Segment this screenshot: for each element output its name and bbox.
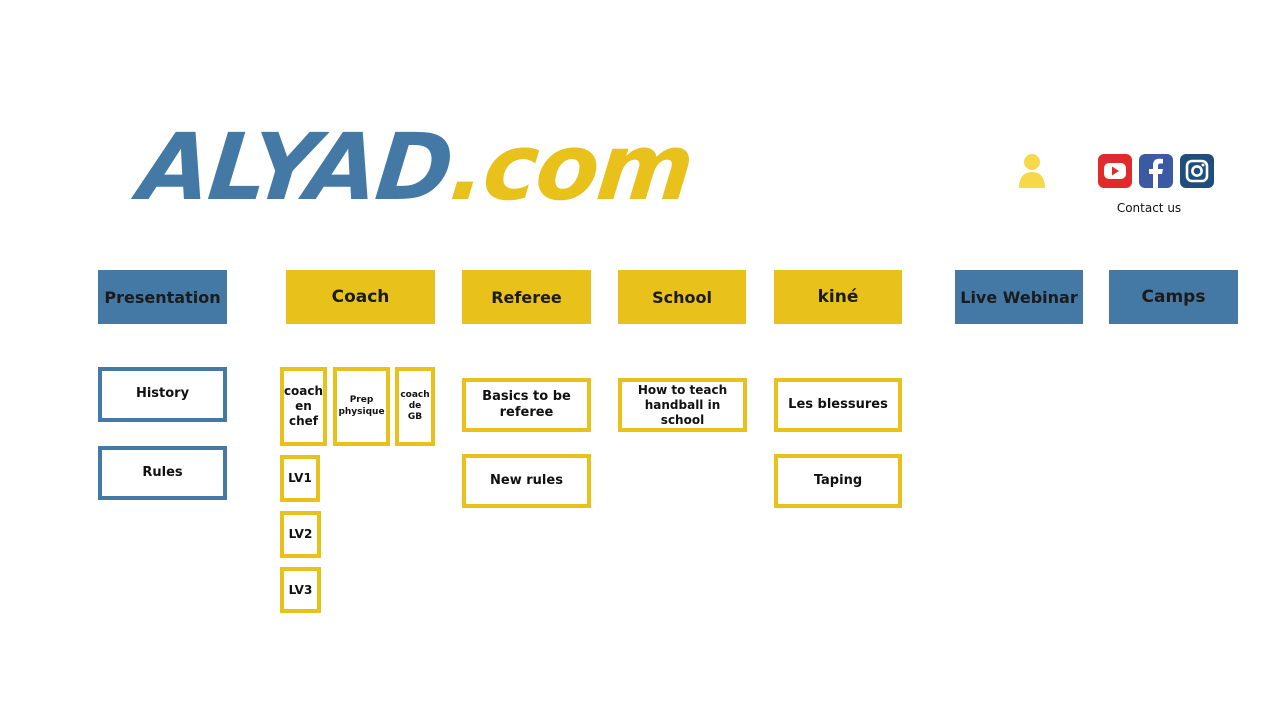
- submenu-rules[interactable]: Rules: [98, 446, 227, 500]
- facebook-icon[interactable]: [1139, 154, 1173, 188]
- submenu-coach-en-chef[interactable]: coach en chef: [280, 367, 327, 446]
- contact-us-link[interactable]: Contact us: [1116, 201, 1182, 215]
- site-logo[interactable]: ALYAD.com: [134, 114, 697, 221]
- submenu-coach-de-gb[interactable]: coach de GB: [395, 367, 435, 446]
- logo-main: ALYAD: [134, 114, 457, 221]
- submenu-taping[interactable]: Taping: [774, 454, 902, 508]
- submenu-basics-to-be-referee[interactable]: Basics to be referee: [462, 378, 591, 432]
- youtube-icon[interactable]: [1098, 154, 1132, 188]
- logo-suffix: .com: [445, 114, 698, 221]
- submenu-prep-physique[interactable]: Prep physique: [333, 367, 390, 446]
- nav-school[interactable]: School: [618, 270, 746, 324]
- nav-presentation[interactable]: Presentation: [98, 270, 227, 324]
- nav-camps[interactable]: Camps: [1109, 270, 1238, 324]
- submenu-lv1[interactable]: LV1: [280, 455, 320, 502]
- submenu-lv3[interactable]: LV3: [280, 567, 321, 613]
- submenu-lv2[interactable]: LV2: [280, 511, 321, 558]
- submenu-new-rules[interactable]: New rules: [462, 454, 591, 508]
- submenu-history[interactable]: History: [98, 367, 227, 422]
- nav-kine[interactable]: kiné: [774, 270, 902, 324]
- nav-coach[interactable]: Coach: [286, 270, 435, 324]
- submenu-les-blessures[interactable]: Les blessures: [774, 378, 902, 432]
- submenu-how-to-teach-handball[interactable]: How to teach handball in school: [618, 378, 747, 432]
- nav-live-webinar[interactable]: Live Webinar: [955, 270, 1083, 324]
- user-icon[interactable]: [1016, 152, 1048, 190]
- nav-referee[interactable]: Referee: [462, 270, 591, 324]
- instagram-icon[interactable]: [1180, 154, 1214, 188]
